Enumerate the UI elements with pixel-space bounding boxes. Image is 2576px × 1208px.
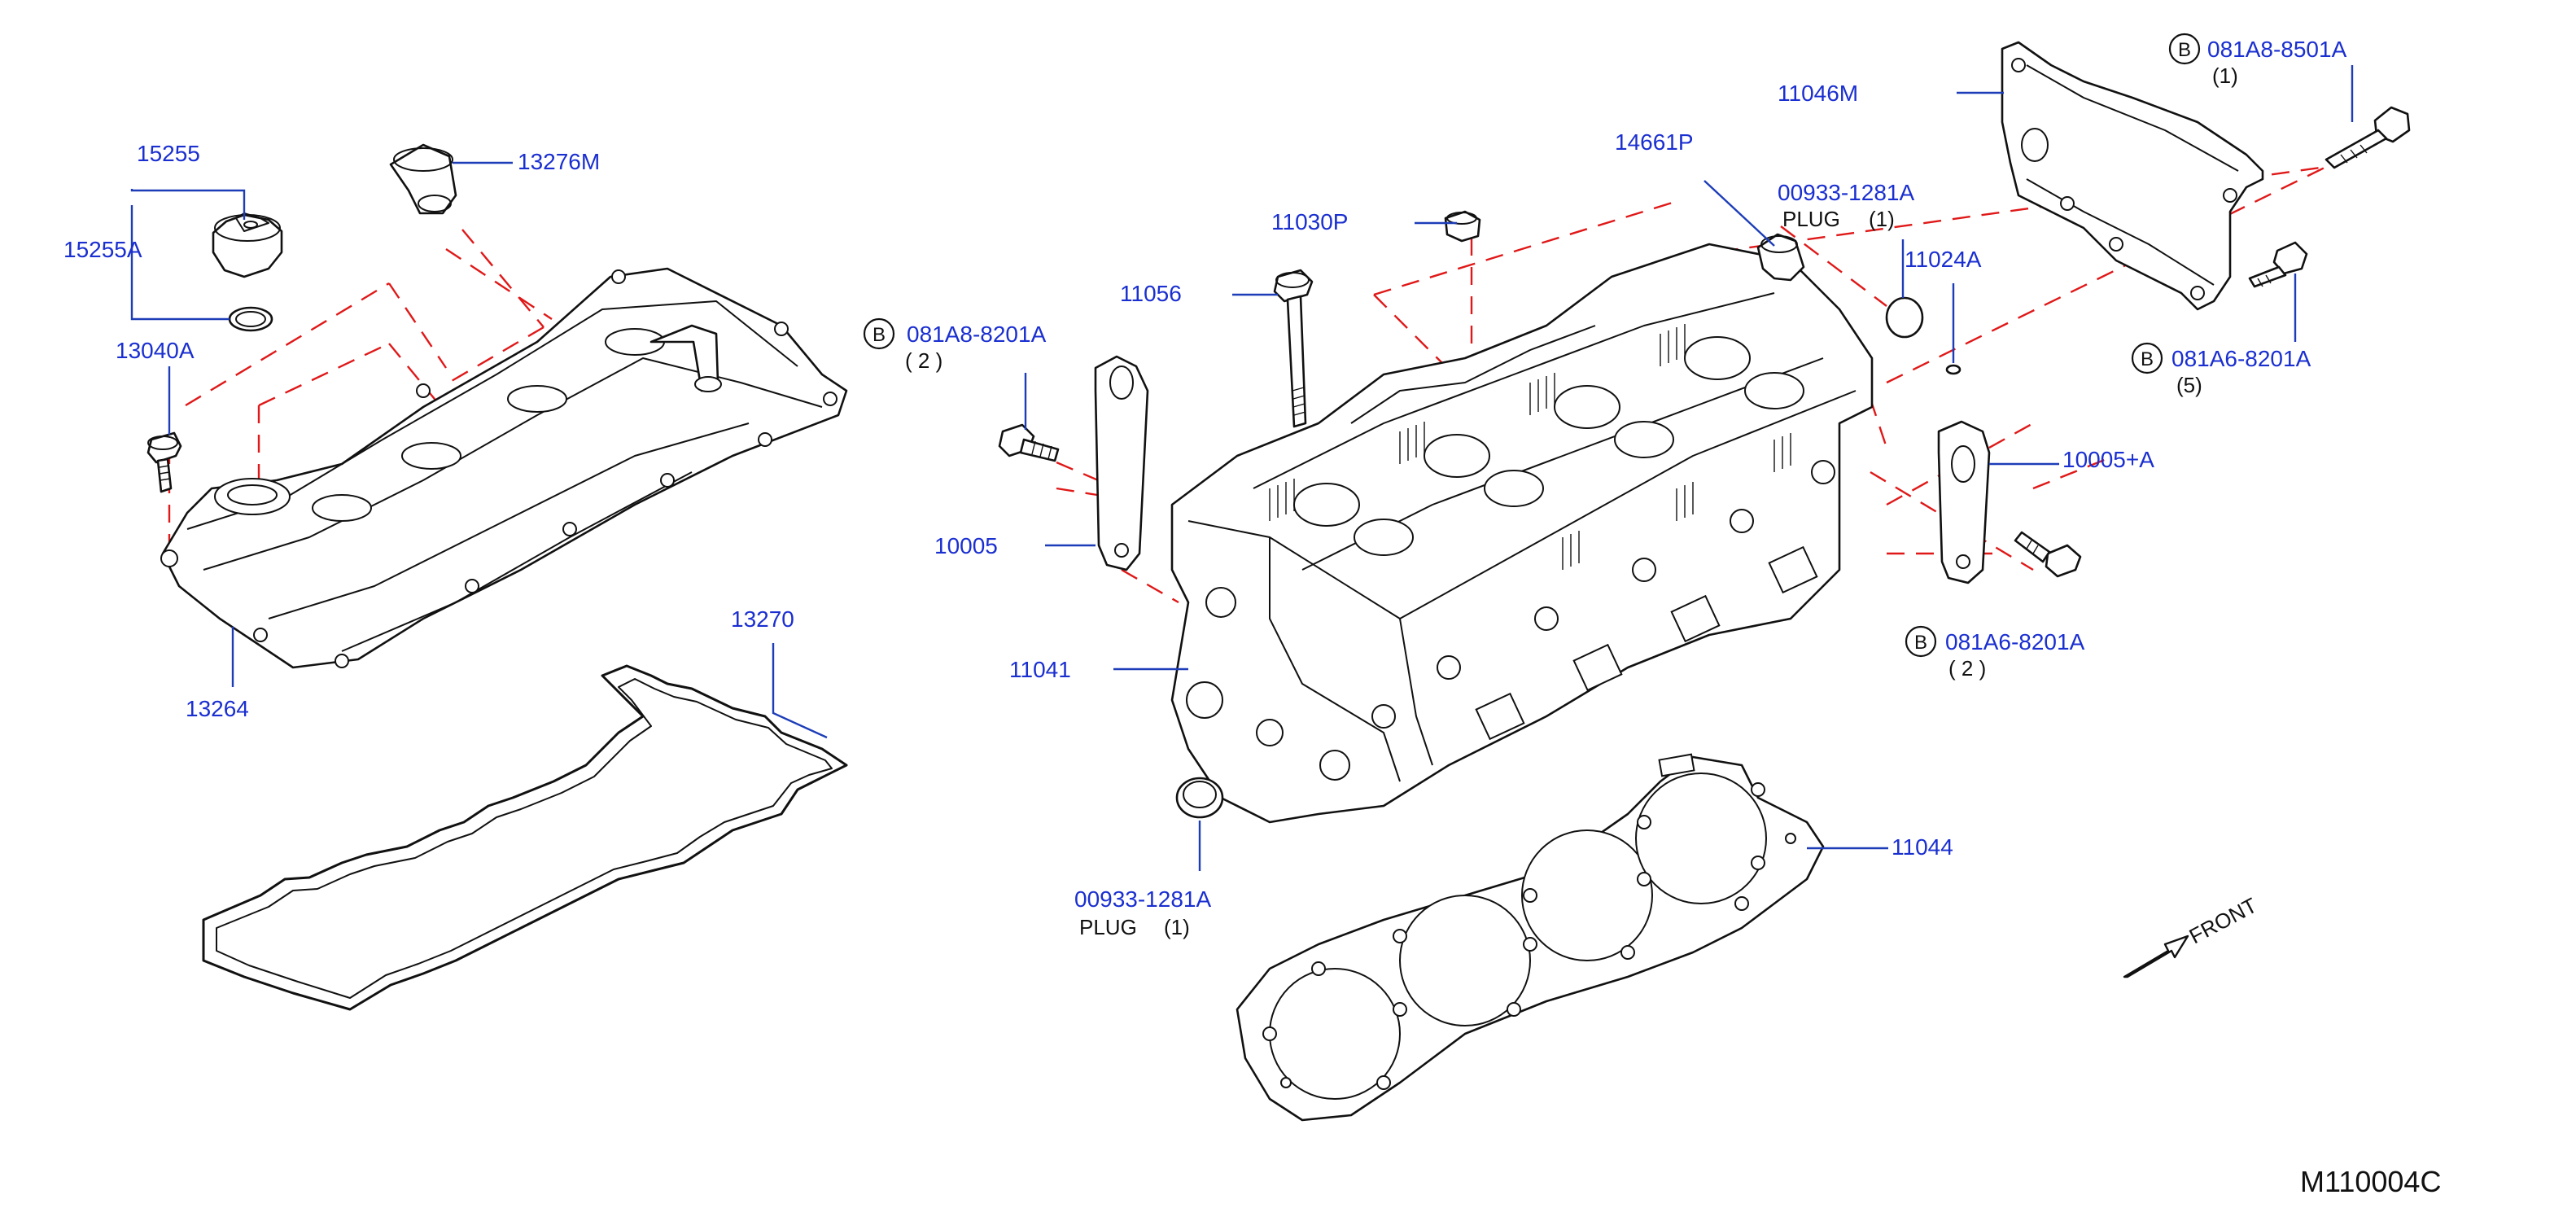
bolt-13040A xyxy=(147,431,182,493)
label-13040A: 13040A xyxy=(116,338,195,363)
filler-cap-seal xyxy=(228,306,273,332)
bolt-marker-1: B xyxy=(863,317,895,350)
oil-filler-cap xyxy=(212,212,283,278)
callout-labels: 15255 15255A 13040A 13276M 13264 13270 0… xyxy=(63,37,2347,939)
svg-text:B: B xyxy=(1914,632,1927,654)
label-11030P: 11030P xyxy=(1271,209,1348,234)
front-label: FRONT xyxy=(2185,893,2261,949)
label-081A8-8501A: 081A8-8501A xyxy=(2207,37,2347,62)
head-gasket-11044 xyxy=(1236,753,1825,1122)
bolt-marker-4: B xyxy=(1905,625,1937,658)
cylinder-head xyxy=(1170,243,1874,824)
plug-lower-qty: (1) xyxy=(1164,915,1190,939)
label-00933-1281A-lower: 00933-1281A xyxy=(1074,886,1211,912)
label-11044: 11044 xyxy=(1892,834,1953,860)
diagram-code: M110004C xyxy=(2300,1165,2441,1198)
engine-hanger-10005A xyxy=(1937,420,1991,584)
qty-081A8-8201A: ( 2 ) xyxy=(905,348,942,373)
label-15255: 15255 xyxy=(137,141,200,166)
seal-11030P xyxy=(1444,210,1481,243)
engine-hanger-10005 xyxy=(1094,355,1149,571)
plug-lower xyxy=(1175,777,1224,819)
label-13270: 13270 xyxy=(731,606,794,632)
label-081A8-8201A: 081A8-8201A xyxy=(907,322,1047,347)
label-11041: 11041 xyxy=(1009,657,1071,682)
svg-text:B: B xyxy=(2141,348,2154,370)
bolt-081A8-8201A xyxy=(998,423,1060,462)
bolt-081A6-8201A xyxy=(2248,241,2308,288)
label-081A6-8201A: 081A6-8201A xyxy=(2171,346,2311,371)
label-15255A: 15255A xyxy=(63,237,142,262)
plug-upper-label: PLUG xyxy=(1782,207,1840,231)
bolt-081A8-8501A xyxy=(2325,106,2411,169)
leader-lines xyxy=(130,65,2354,871)
plug-upper-qty: (1) xyxy=(1869,207,1895,231)
rocker-cover-gasket xyxy=(202,664,848,1011)
plug-upper xyxy=(1885,296,1924,339)
bolt-081A6-8201A-lower xyxy=(2014,531,2082,578)
oil-seal-13276M xyxy=(389,143,457,215)
label-10005: 10005 xyxy=(934,533,998,558)
front-arrow: FRONT xyxy=(2123,893,2261,978)
bolt-marker-2: B xyxy=(2168,33,2201,65)
label-081A6-8201A-b: 081A6-8201A xyxy=(1945,629,2085,654)
qty-081A8-8501A: (1) xyxy=(2212,63,2238,88)
label-11046M: 11046M xyxy=(1778,81,1858,106)
label-13276M: 13276M xyxy=(518,149,600,174)
valve-spring-hatching xyxy=(1269,324,1791,570)
head-bolt-11056 xyxy=(1273,269,1314,428)
seal-14661P xyxy=(1756,233,1805,282)
label-00933-1281A-upper: 00933-1281A xyxy=(1778,180,1914,205)
label-14661P: 14661P xyxy=(1615,129,1694,155)
qty-081A6-8201A: (5) xyxy=(2176,373,2202,397)
bolt-marker-3: B xyxy=(2131,342,2163,374)
svg-text:B: B xyxy=(873,324,886,346)
plate-11046M xyxy=(2001,41,2264,311)
label-13264: 13264 xyxy=(186,696,249,721)
label-11056: 11056 xyxy=(1120,281,1182,306)
rocker-cover xyxy=(160,267,848,669)
dowel-11024A xyxy=(1945,364,1962,375)
plug-lower-label: PLUG xyxy=(1079,915,1137,939)
qty-081A6-8201A-b: ( 2 ) xyxy=(1948,656,1986,681)
svg-text:B: B xyxy=(2178,39,2191,61)
label-11024A: 11024A xyxy=(1905,247,1982,272)
label-10005A: 10005+A xyxy=(2062,447,2154,472)
